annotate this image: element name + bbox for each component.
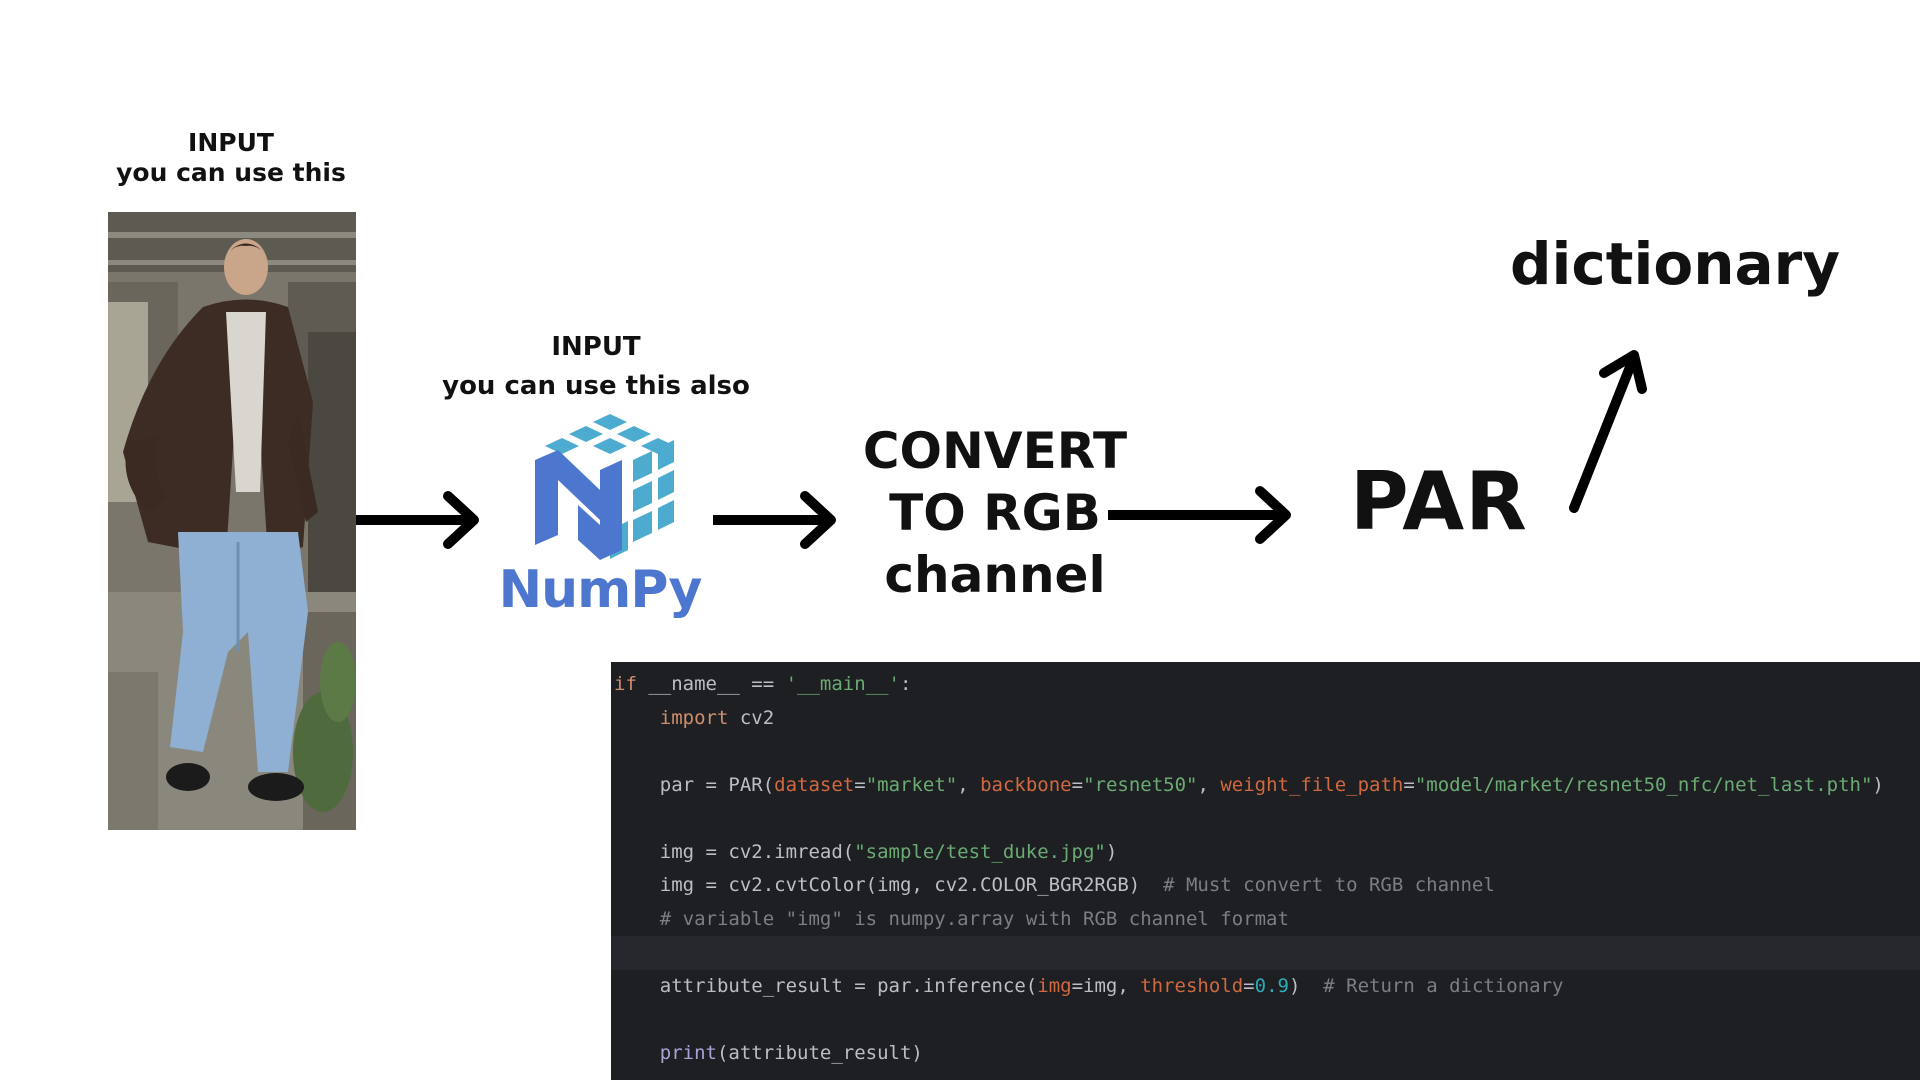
code-line: if __name__ == '__main__': (611, 668, 1920, 702)
input-numpy-label-title: INPUT (551, 332, 641, 362)
code-token: = (1403, 773, 1415, 796)
numpy-logo-text: NumPy (498, 560, 703, 620)
code-token: = (1071, 773, 1084, 796)
code-line: par = PAR(dataset="market", backbone="re… (611, 769, 1920, 803)
input-photo-label: INPUT you can use this (100, 128, 362, 188)
code-token (614, 707, 660, 729)
input-photo-label-title: INPUT (188, 128, 274, 157)
code-line (611, 802, 1920, 836)
code-token: , (1197, 773, 1221, 796)
code-token: # Must convert to RGB channel (1163, 874, 1495, 896)
convert-rgb-step: CONVERT TO RGB channel (855, 420, 1135, 606)
input-photo-label-subtitle: you can use this (116, 158, 346, 187)
code-token: weight_file_path (1220, 773, 1404, 796)
code-line: attribute_result = par.inference(img=img… (611, 970, 1920, 1004)
code-token: 0.9 (1254, 974, 1289, 997)
code-token: =img, (1071, 974, 1141, 997)
code-token: = (1243, 974, 1255, 997)
code-token: __name__ == (636, 673, 786, 695)
convert-line-3: channel (884, 546, 1106, 604)
code-line (611, 936, 1920, 970)
arrow-convert-to-par (1108, 486, 1291, 544)
code-line: img = cv2.imread("sample/test_duke.jpg") (611, 836, 1920, 870)
code-token: "sample/test_duke.jpg" (854, 840, 1106, 863)
code-token (614, 908, 660, 930)
code-token: print (659, 1041, 717, 1064)
code-token: "resnet50" (1083, 773, 1198, 796)
dictionary-output: dictionary (1510, 230, 1841, 298)
code-line: # variable "img" is numpy.array with RGB… (611, 903, 1920, 937)
code-token: par = PAR( (614, 773, 775, 796)
numpy-cube-icon (535, 414, 675, 560)
convert-line-2: TO RGB (889, 484, 1101, 542)
code-token (614, 1042, 660, 1064)
code-token: img (1037, 974, 1072, 997)
person-photo-illustration (108, 212, 356, 830)
code-token: dataset (774, 773, 855, 796)
code-token: attribute_result = par.inference( (614, 974, 1038, 997)
code-line: img = cv2.cvtColor(img, cv2.COLOR_BGR2RG… (611, 869, 1920, 903)
arrow-numpy-to-convert (713, 491, 836, 549)
code-token: ) (1288, 974, 1324, 997)
code-token: threshold (1140, 974, 1244, 997)
code-token: img = cv2.imread( (614, 840, 855, 863)
code-line (611, 1003, 1920, 1037)
convert-line-1: CONVERT (862, 422, 1128, 480)
code-token: "model/market/resnet50_nfc/net_last.pth" (1414, 773, 1873, 796)
code-token: if (614, 673, 637, 695)
code-token: img = cv2.cvtColor(img, cv2.COLOR_BGR2RG… (614, 874, 1164, 896)
code-token: cv2 (728, 706, 775, 729)
code-line: import cv2 (611, 702, 1920, 736)
code-token: , (957, 773, 981, 796)
input-numpy-label-subtitle: you can use this also (442, 371, 750, 402)
par-model-step: PAR (1350, 455, 1528, 548)
code-token: "market" (865, 773, 958, 796)
code-token: import (659, 706, 729, 729)
code-token: = (854, 773, 866, 796)
code-token: backbone (980, 773, 1072, 796)
person-photo (108, 212, 356, 830)
code-token: # Return a dictionary (1323, 974, 1564, 997)
code-token: ) (1872, 773, 1884, 796)
arrow-photo-to-numpy (356, 491, 479, 549)
numpy-logo: NumPy (490, 410, 710, 630)
code-token: ) (1105, 840, 1118, 863)
code-token: (attribute_result) (716, 1041, 923, 1064)
arrow-par-to-dictionary (1569, 350, 1647, 513)
code-token: '__main__' (785, 673, 900, 695)
input-numpy-label: INPUT you can use this also (440, 332, 752, 402)
code-editor-panel: if __name__ == '__main__': import cv2 pa… (611, 662, 1920, 1080)
code-token: : (900, 673, 912, 695)
code-token: # variable "img" is numpy.array with RGB… (659, 907, 1289, 930)
code-line: print(attribute_result) (611, 1037, 1920, 1071)
code-line (611, 735, 1920, 769)
